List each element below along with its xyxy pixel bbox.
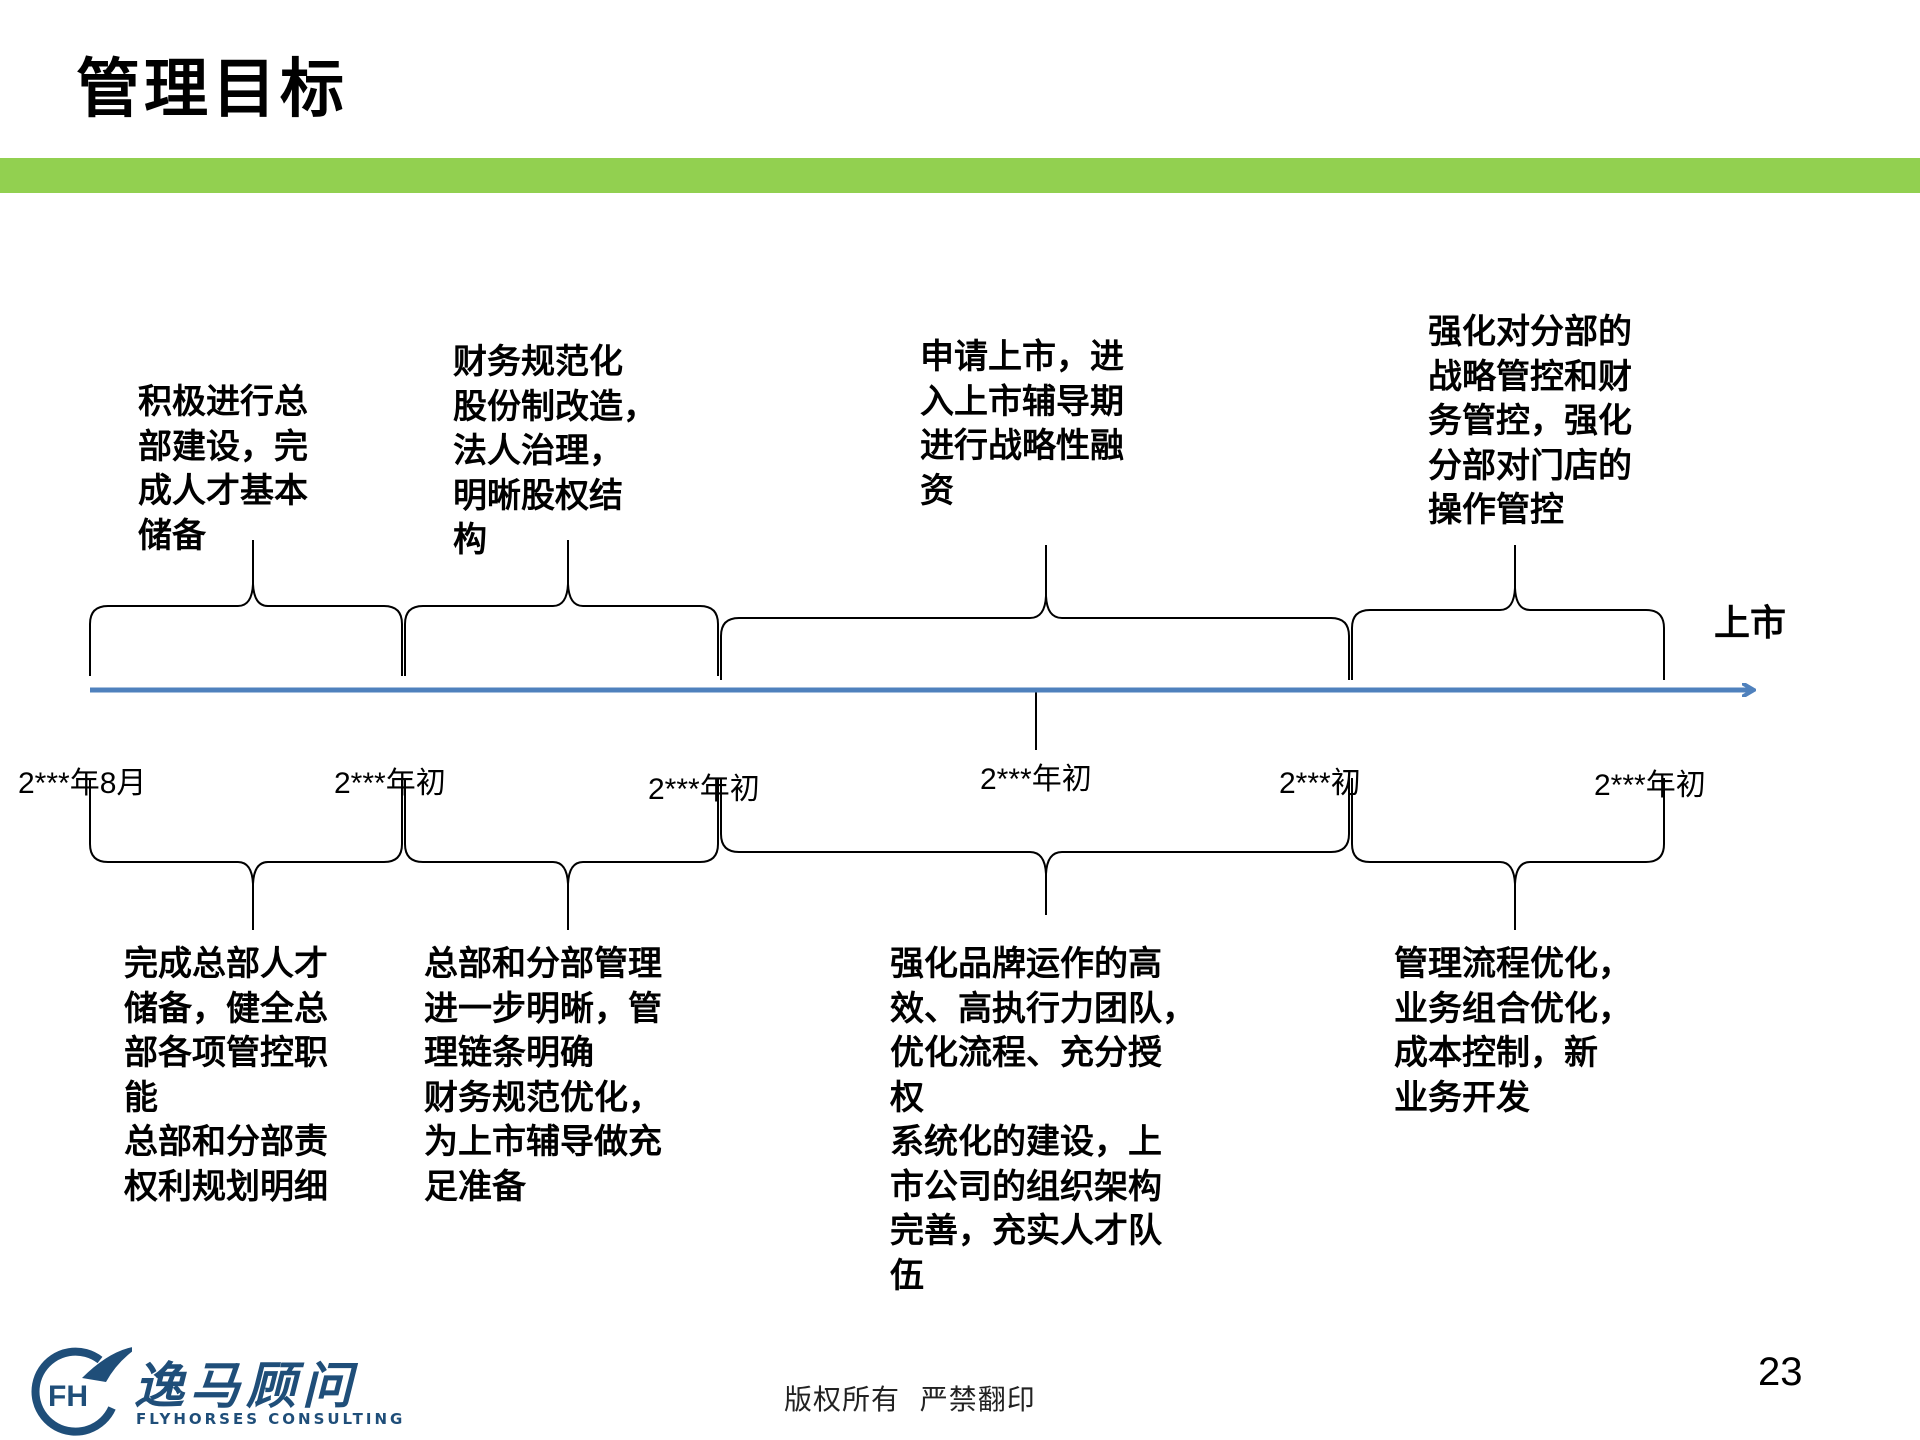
date-label-2: 2***年初: [334, 767, 446, 800]
top-note-2: 财务规范化 股份制改造， 法人治理， 明晰股权结 构: [453, 342, 657, 560]
top-brace-3: [720, 545, 1350, 680]
top-brace-2: [404, 540, 719, 676]
timeline-end-label: 上市: [1714, 603, 1787, 644]
page-number: 23: [1758, 1350, 1803, 1394]
logo-mark-icon: FH: [31, 1347, 132, 1436]
bottom-note-4: 管理流程优化， 业务组合优化， 成本控制，新 业务开发: [1394, 944, 1632, 1118]
bottom-brace-2: [404, 778, 719, 930]
bottom-brace-3: [720, 778, 1350, 915]
logo-subtitle: FLYHORSES CONSULTING: [136, 1410, 406, 1428]
date-label-1: 2***年8月: [18, 767, 147, 800]
date-label-6: 2***年初: [1594, 769, 1706, 802]
top-note-4: 强化对分部的 战略管控和财 务管控，强化 分部对门店的 操作管控: [1428, 312, 1632, 530]
top-brace-4: [1351, 545, 1665, 680]
svg-text:FH: FH: [48, 1380, 88, 1413]
date-label-3: 2***年初: [648, 773, 760, 806]
company-logo: FH 逸马顾问 FLYHORSES CONSULTING: [22, 1338, 402, 1440]
bottom-note-1: 完成总部人才 储备，健全总 部各项管控职 能 总部和分部责 权利规划明细: [124, 944, 328, 1207]
timeline-diagram: [89, 540, 1920, 930]
logo-name: 逸马顾问: [134, 1357, 358, 1415]
date-label-5: 2***初: [1279, 767, 1361, 800]
top-note-1: 积极进行总 部建设，完 成人才基本 储备: [138, 382, 308, 556]
date-label-4: 2***年初: [980, 763, 1092, 796]
top-note-3: 申请上市，进 入上市辅导期 进行战略性融 资: [920, 337, 1124, 511]
bottom-brace-1: [89, 778, 403, 930]
bottom-note-3: 强化品牌运作的高 效、高执行力团队， 优化流程、充分授 权 系统化的建设，上 市…: [890, 944, 1196, 1296]
bottom-brace-4: [1351, 778, 1665, 930]
page-title: 管理目标: [76, 53, 348, 127]
copyright-notice: 版权所有 严禁翻印: [784, 1383, 1036, 1416]
title-underline-band: [0, 158, 1920, 193]
top-brace-1: [89, 540, 403, 676]
bottom-note-2: 总部和分部管理 进一步明晰，管 理链条明确 财务规范优化， 为上市辅导做充 足准…: [424, 944, 662, 1207]
